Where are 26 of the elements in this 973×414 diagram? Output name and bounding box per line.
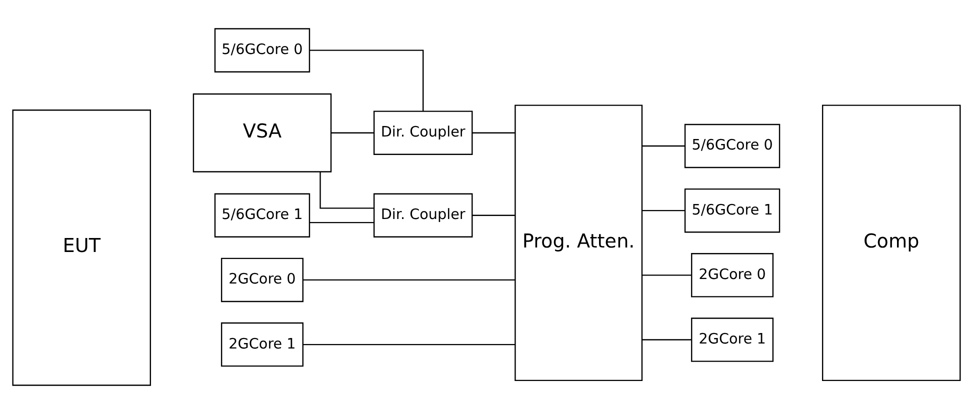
node-box: Comp: [822, 104, 961, 382]
connector: [642, 339, 692, 340]
node-box: EUT: [12, 110, 151, 386]
connector: [472, 132, 515, 134]
node-box: 5/6GCore 1: [684, 188, 780, 233]
node-box: 2GCore 0: [220, 258, 304, 302]
connector: [642, 210, 686, 212]
connector: [320, 172, 374, 209]
connector: [302, 344, 516, 346]
connector: [310, 50, 424, 112]
connector: [331, 132, 374, 134]
node-box: Prog. Atten.: [514, 104, 643, 382]
node-box: 5/6GCore 0: [684, 124, 780, 168]
node-box: 2GCore 0: [691, 253, 774, 298]
node-box: 2GCore 1: [220, 322, 304, 367]
node-box: 5/6GCore 0: [214, 28, 310, 72]
node-box: Dir. Coupler: [373, 193, 473, 238]
connector: [642, 274, 692, 276]
node-box: Dir. Coupler: [373, 110, 473, 155]
node-box: 5/6GCore 1: [214, 193, 310, 238]
connector: [302, 279, 516, 281]
node-box: VSA: [192, 93, 332, 172]
connector: [472, 214, 515, 216]
node-box: 2GCore 1: [691, 318, 774, 362]
connector: [310, 222, 374, 224]
connector: [642, 145, 686, 147]
